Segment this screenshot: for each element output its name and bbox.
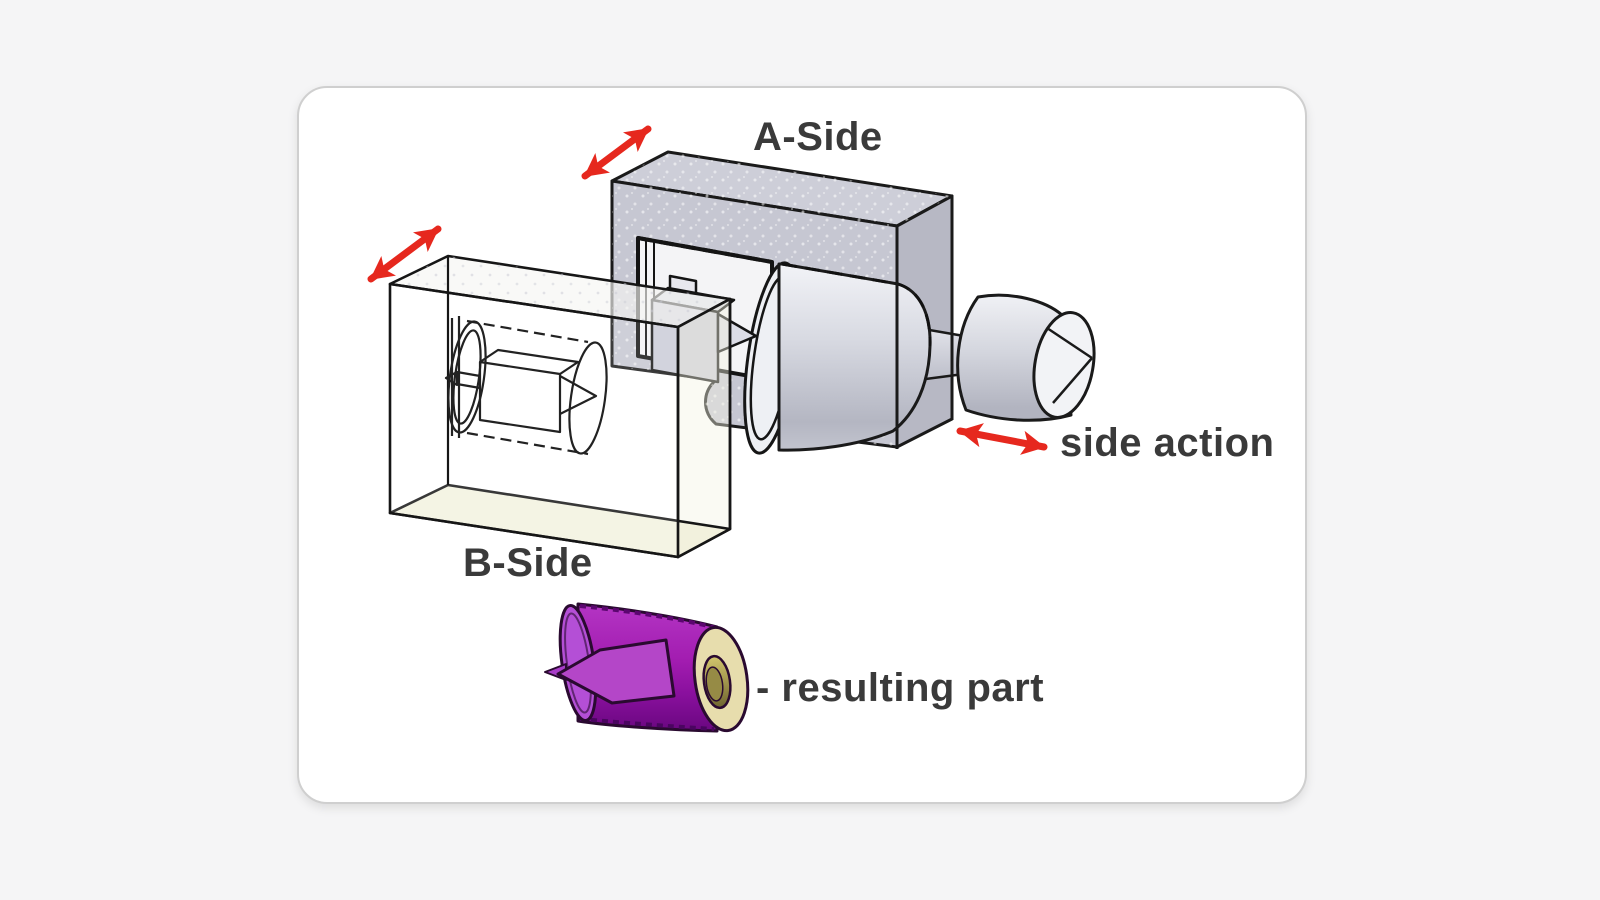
motion-arrows bbox=[367, 125, 1048, 455]
b-side-label: B-Side bbox=[463, 541, 593, 585]
b-side-mold-block bbox=[388, 254, 732, 559]
resulting-part bbox=[544, 602, 750, 733]
b-side-right-face bbox=[676, 297, 732, 559]
resulting-part-label: - resulting part bbox=[756, 666, 1045, 710]
side-action-label: side action bbox=[1060, 421, 1275, 465]
b-side-motion-arrow-icon bbox=[367, 225, 442, 283]
b-side-front-face bbox=[388, 282, 680, 559]
side-action-knob bbox=[956, 293, 1096, 422]
side-action-motion-arrow-icon bbox=[956, 423, 1048, 455]
a-side-motion-arrow-icon bbox=[581, 125, 652, 180]
part-rib-feature bbox=[556, 638, 676, 705]
a-side-label: A-Side bbox=[753, 115, 883, 159]
b-side-cavity-wireframe bbox=[444, 316, 608, 456]
